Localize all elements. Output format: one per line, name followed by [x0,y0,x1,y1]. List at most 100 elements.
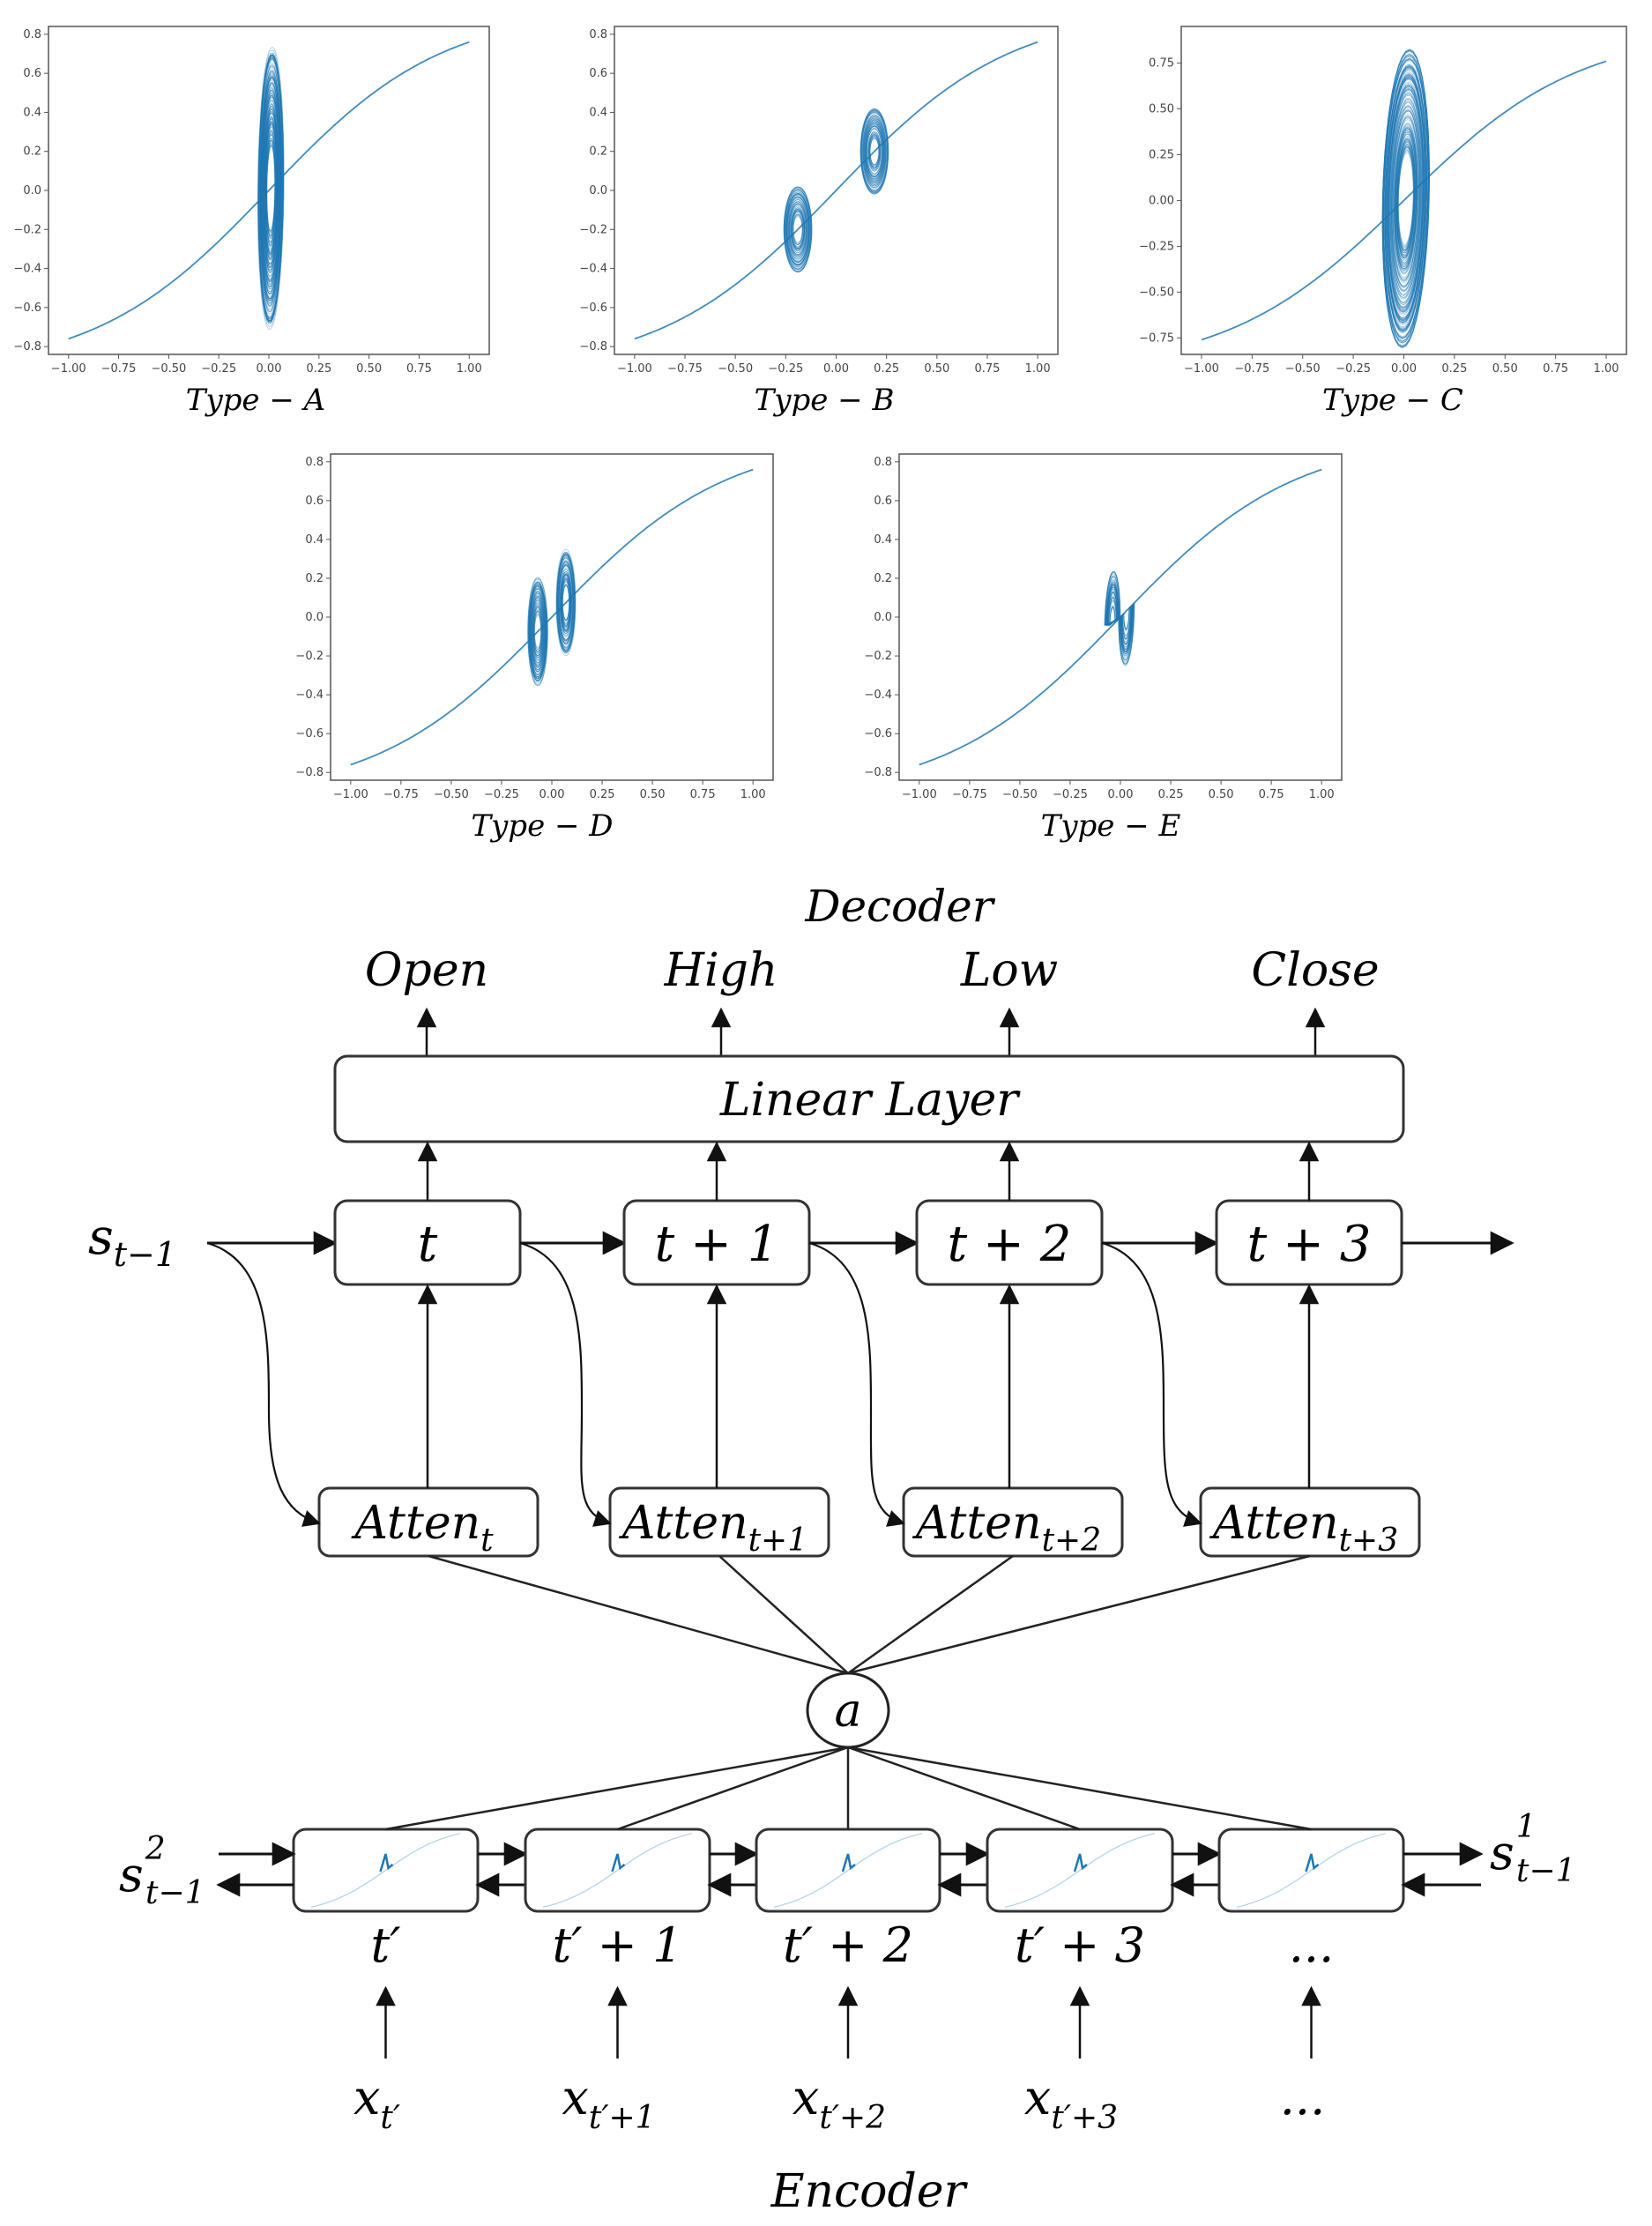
burst-loop [262,95,280,281]
burst-loop [789,203,807,257]
burst-loop [866,125,883,178]
burst-loop [529,587,547,676]
burst-loop [862,115,887,188]
burst-loop [1388,86,1425,311]
burst-loop [261,90,281,287]
burst-loop [562,585,569,620]
series-burst [1104,570,1135,666]
burst-loop [1394,127,1418,270]
burst-loop [558,562,574,643]
burst-loop [258,57,284,319]
burst-loop [1105,580,1134,657]
burst-loop [532,607,543,657]
series-curve [919,468,1322,766]
burst-loop [1105,584,1133,652]
burst-loop [788,203,807,257]
y-tick-label: −0.6 [579,302,607,315]
burst-loop [869,138,880,165]
burst-loop [557,560,575,645]
burst-loop [531,596,545,667]
burst-loop [562,581,570,624]
burst-loop [528,584,547,680]
burst-loop [783,186,813,273]
burst-loop [263,112,279,264]
attention-node-label: a [834,1685,861,1738]
burst-loop [868,135,881,168]
x-tick-label: 1.00 [1594,362,1619,376]
burst-loop [266,142,276,235]
attention-link [718,1555,849,1674]
burst-loop [260,82,281,294]
burst-loop [533,611,542,652]
burst-loop [1381,50,1430,346]
burst-loop [533,613,542,651]
burst-loop [864,122,884,181]
burst-loop [1395,130,1418,266]
burst-loop [527,577,548,687]
burst-loop [1383,57,1429,340]
burst-loop [556,552,576,653]
burst-loop [1105,584,1133,652]
burst-loop [257,56,284,321]
burst-loop [1387,84,1425,313]
burst-loop [264,129,277,248]
state-to-attention-arrow [808,1241,905,1527]
plot-caption: Type − E [1041,808,1181,844]
burst-loop [264,118,279,259]
burst-loop [785,192,810,266]
y-tick-label: −0.4 [13,263,41,276]
burst-loop [561,577,571,628]
burst-loop [785,194,810,265]
output-label-open: Open [365,944,488,997]
burst-loop [1105,576,1135,660]
burst-loop [561,577,571,629]
burst-loop [1395,138,1416,259]
burst-loop [863,119,886,184]
burst-loop [560,574,572,631]
burst-loop [1387,81,1425,316]
burst-loop [1384,66,1427,331]
y-tick-label: −0.4 [295,689,324,702]
y-tick-label: 0.6 [305,495,324,508]
burst-loop [1397,147,1415,250]
burst-loop [1109,607,1130,629]
x-tick-label: −0.75 [1234,362,1269,376]
y-tick-label: 0.0 [589,184,607,197]
attention-sub: t [480,1522,494,1559]
y-tick-label: −0.8 [13,340,41,354]
burst-loop [1387,78,1425,318]
burst-loop [1395,139,1416,257]
burst-loop [262,97,280,280]
attention-node [806,1671,890,1749]
y-tick-label: −0.75 [1139,331,1174,345]
burst-loop [1104,571,1135,665]
state-to-attention-arrow [1101,1241,1202,1527]
burst-loop [1395,135,1417,262]
burst-loop [1382,51,1430,346]
burst-loop [863,117,886,185]
burst-loop [258,63,283,315]
burst-loop [556,555,576,651]
burst-loop [1388,85,1425,313]
burst-loop [531,598,545,666]
prev-state-sub: t−1 [114,1235,176,1274]
burst-loop [532,602,544,660]
burst-loop [555,548,577,657]
burst-loop [556,554,576,651]
burst-loop [1105,576,1135,660]
burst-loop [1105,584,1133,651]
encoder-step-label: t′ [371,1917,401,1973]
burst-loop [1397,146,1415,251]
burst-loop [1385,67,1427,330]
burst-loop [260,85,281,293]
burst-loop [556,554,576,651]
burst-loop [1397,146,1415,251]
burst-loop [860,110,889,193]
burst-loop [528,584,547,680]
burst-loop [558,564,574,641]
burst-loop [1105,575,1135,661]
burst-loop [260,78,282,299]
